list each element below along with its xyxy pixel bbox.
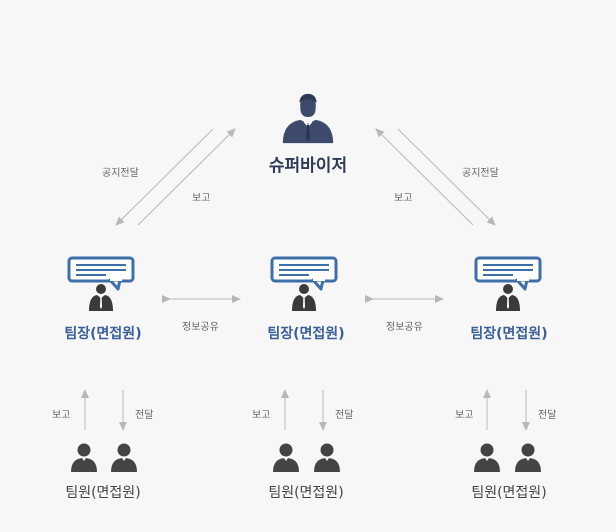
member-deliver-label-3: 전달 — [538, 410, 557, 421]
info-share-label-2: 정보공유 — [386, 322, 423, 333]
member-deliver-label-1: 전달 — [135, 410, 154, 421]
member-label-1: 팀원(면접원) — [65, 485, 141, 501]
report-label-right: 보고 — [394, 193, 413, 204]
notice-label-left: 공지전달 — [102, 168, 139, 179]
member-deliver-label-2: 전달 — [335, 410, 354, 421]
notice-label-right: 공지전달 — [462, 168, 499, 179]
member-label-3: 팀원(면접원) — [471, 485, 547, 501]
supervisor-label: 슈퍼바이저 — [268, 156, 348, 176]
notice-arrow-right — [397, 128, 496, 226]
person-icon — [314, 443, 340, 472]
supervisor-person-icon — [282, 93, 334, 144]
person-icon — [474, 443, 500, 472]
leader-label-1: 팀장(면접원) — [64, 326, 142, 342]
person-icon — [111, 443, 137, 472]
leader-label-3: 팀장(면접원) — [470, 326, 548, 342]
leader-icon-2 — [270, 256, 338, 312]
person-icon — [515, 443, 541, 472]
member-report-label-1: 보고 — [52, 410, 71, 421]
member-label-2: 팀원(면접원) — [268, 485, 344, 501]
person-icon — [273, 443, 299, 472]
leader-label-2: 팀장(면접원) — [267, 326, 345, 342]
leader-icon-3 — [474, 256, 542, 312]
report-label-left: 보고 — [192, 193, 211, 204]
report-arrow-right — [375, 128, 474, 226]
member-report-label-2: 보고 — [252, 410, 271, 421]
member-report-label-3: 보고 — [455, 410, 474, 421]
info-share-label-1: 정보공유 — [182, 322, 219, 333]
report-arrow-left — [137, 128, 236, 226]
leader-icon-1 — [67, 256, 135, 312]
notice-arrow-left — [115, 128, 214, 226]
person-icon — [71, 443, 97, 472]
